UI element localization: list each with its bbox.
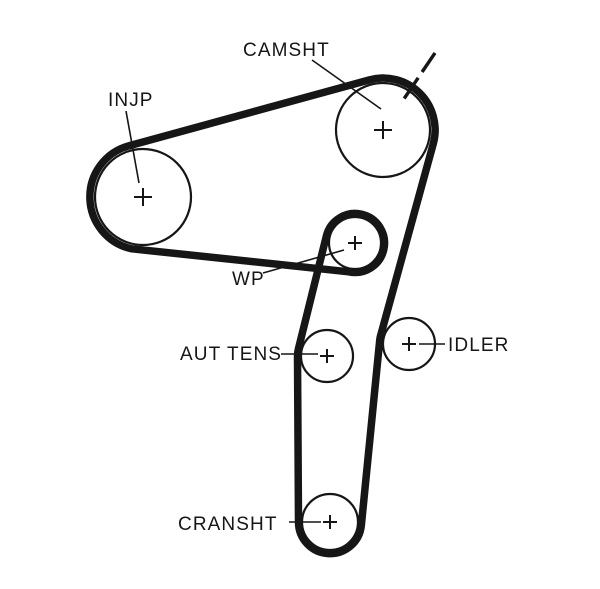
plus-marker-icon [348, 236, 362, 250]
label-injp: INJP [108, 90, 154, 111]
pulley-wp [327, 215, 383, 271]
label-aut-tens: AUT TENS [180, 344, 282, 365]
plus-marker-icon [374, 121, 392, 139]
label-camsht: CAMSHT [243, 40, 330, 61]
leader-injp [125, 110, 140, 184]
cam-timing-mark-inner-icon [402, 76, 420, 100]
timing-belt [86, 74, 439, 558]
pulley-camsht [334, 81, 432, 179]
pulley-aut-tens [299, 328, 355, 384]
plus-marker-icon [402, 337, 416, 351]
pulley-injp [93, 147, 193, 247]
label-cransht: CRANSHT [178, 514, 278, 535]
leader-wp [262, 249, 345, 274]
plus-marker-icon [323, 515, 337, 529]
cam-timing-mark-outer-icon [420, 51, 437, 73]
plus-marker-icon [320, 349, 334, 363]
pulley-cransht [300, 492, 360, 552]
label-idler: IDLER [448, 335, 509, 356]
plus-marker-icon [134, 188, 152, 206]
leader-camsht [311, 59, 382, 110]
label-wp: WP [232, 269, 265, 290]
